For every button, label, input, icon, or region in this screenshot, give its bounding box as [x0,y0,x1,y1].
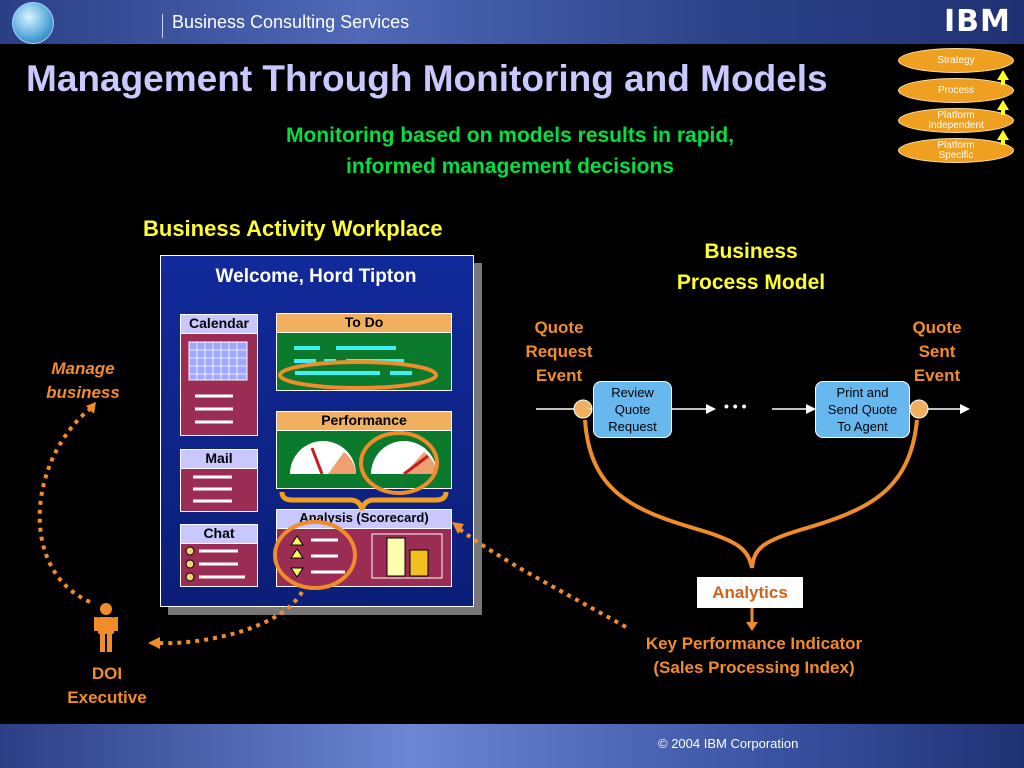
calendar-lines-icon [195,394,233,424]
end-event-node [909,399,929,419]
kpi-label: Key Performance Indicator (Sales Process… [645,634,863,677]
kpi-to-scorecard-arrow [456,526,627,629]
analytics-link-right [750,419,919,569]
mail-lines-icon [193,475,232,503]
brace-icon [279,491,449,511]
manage-loop-arrow [37,406,94,604]
level-platform-independent: Platform Independent [898,108,1014,133]
calendar-grid-icon [188,341,248,381]
process-step-review-quote[interactable]: Review Quote Request [593,381,672,438]
header-title: Business Consulting Services [172,12,410,32]
copyright-text: © 2004 IBM Corporation [658,736,799,751]
executive-arrowhead [148,637,160,649]
end-event-label: Quote Sent Event [912,318,962,385]
workplace-title: Business Activity Workplace [143,216,443,241]
analytics-link-left [583,419,754,569]
scorecard-chart-icon [371,533,443,579]
chat-header[interactable]: Chat [180,524,258,544]
manage-arrowhead [86,402,96,414]
scorecard-to-executive-arrow [157,590,304,646]
gauge-highlight [359,431,439,495]
page-title: Management Through Monitoring and Models [26,58,828,99]
todo-header[interactable]: To Do [276,313,452,333]
analytics-box[interactable]: Analytics [697,577,803,608]
level-platform-specific: Platform Specific [898,138,1014,163]
bpm-title: Business Process Model [676,240,826,294]
header-divider [162,14,163,38]
scorecard-highlight [273,520,357,590]
ibm-logo: IBM [944,4,1011,39]
person-icon [94,603,118,652]
chat-lines-icon [185,546,245,582]
header-bar [0,0,1024,44]
scorecard-arrowhead [452,522,464,534]
todo-highlight [278,360,438,390]
process-ellipsis: • • • [724,398,747,414]
process-step-print-send[interactable]: Print and Send Quote To Agent [815,381,910,438]
welcome-text: Welcome, Hord Tipton [215,266,417,287]
level-up-arrows [997,70,1009,145]
mail-header[interactable]: Mail [180,449,258,469]
level-strategy: Strategy [898,48,1014,73]
gauge-icon [290,441,437,476]
start-event-label: Quote Request Event [525,318,593,385]
manage-business-label: Manage business [46,359,120,402]
level-process: Process [898,78,1014,103]
footer-bar [0,724,1024,768]
scorecard-arrows-icon [290,535,345,578]
page-subtitle: Monitoring based on models results in ra… [285,124,735,178]
executive-label: DOI Executive [67,664,147,707]
globe-icon [12,2,54,44]
performance-header[interactable]: Performance [276,411,452,431]
